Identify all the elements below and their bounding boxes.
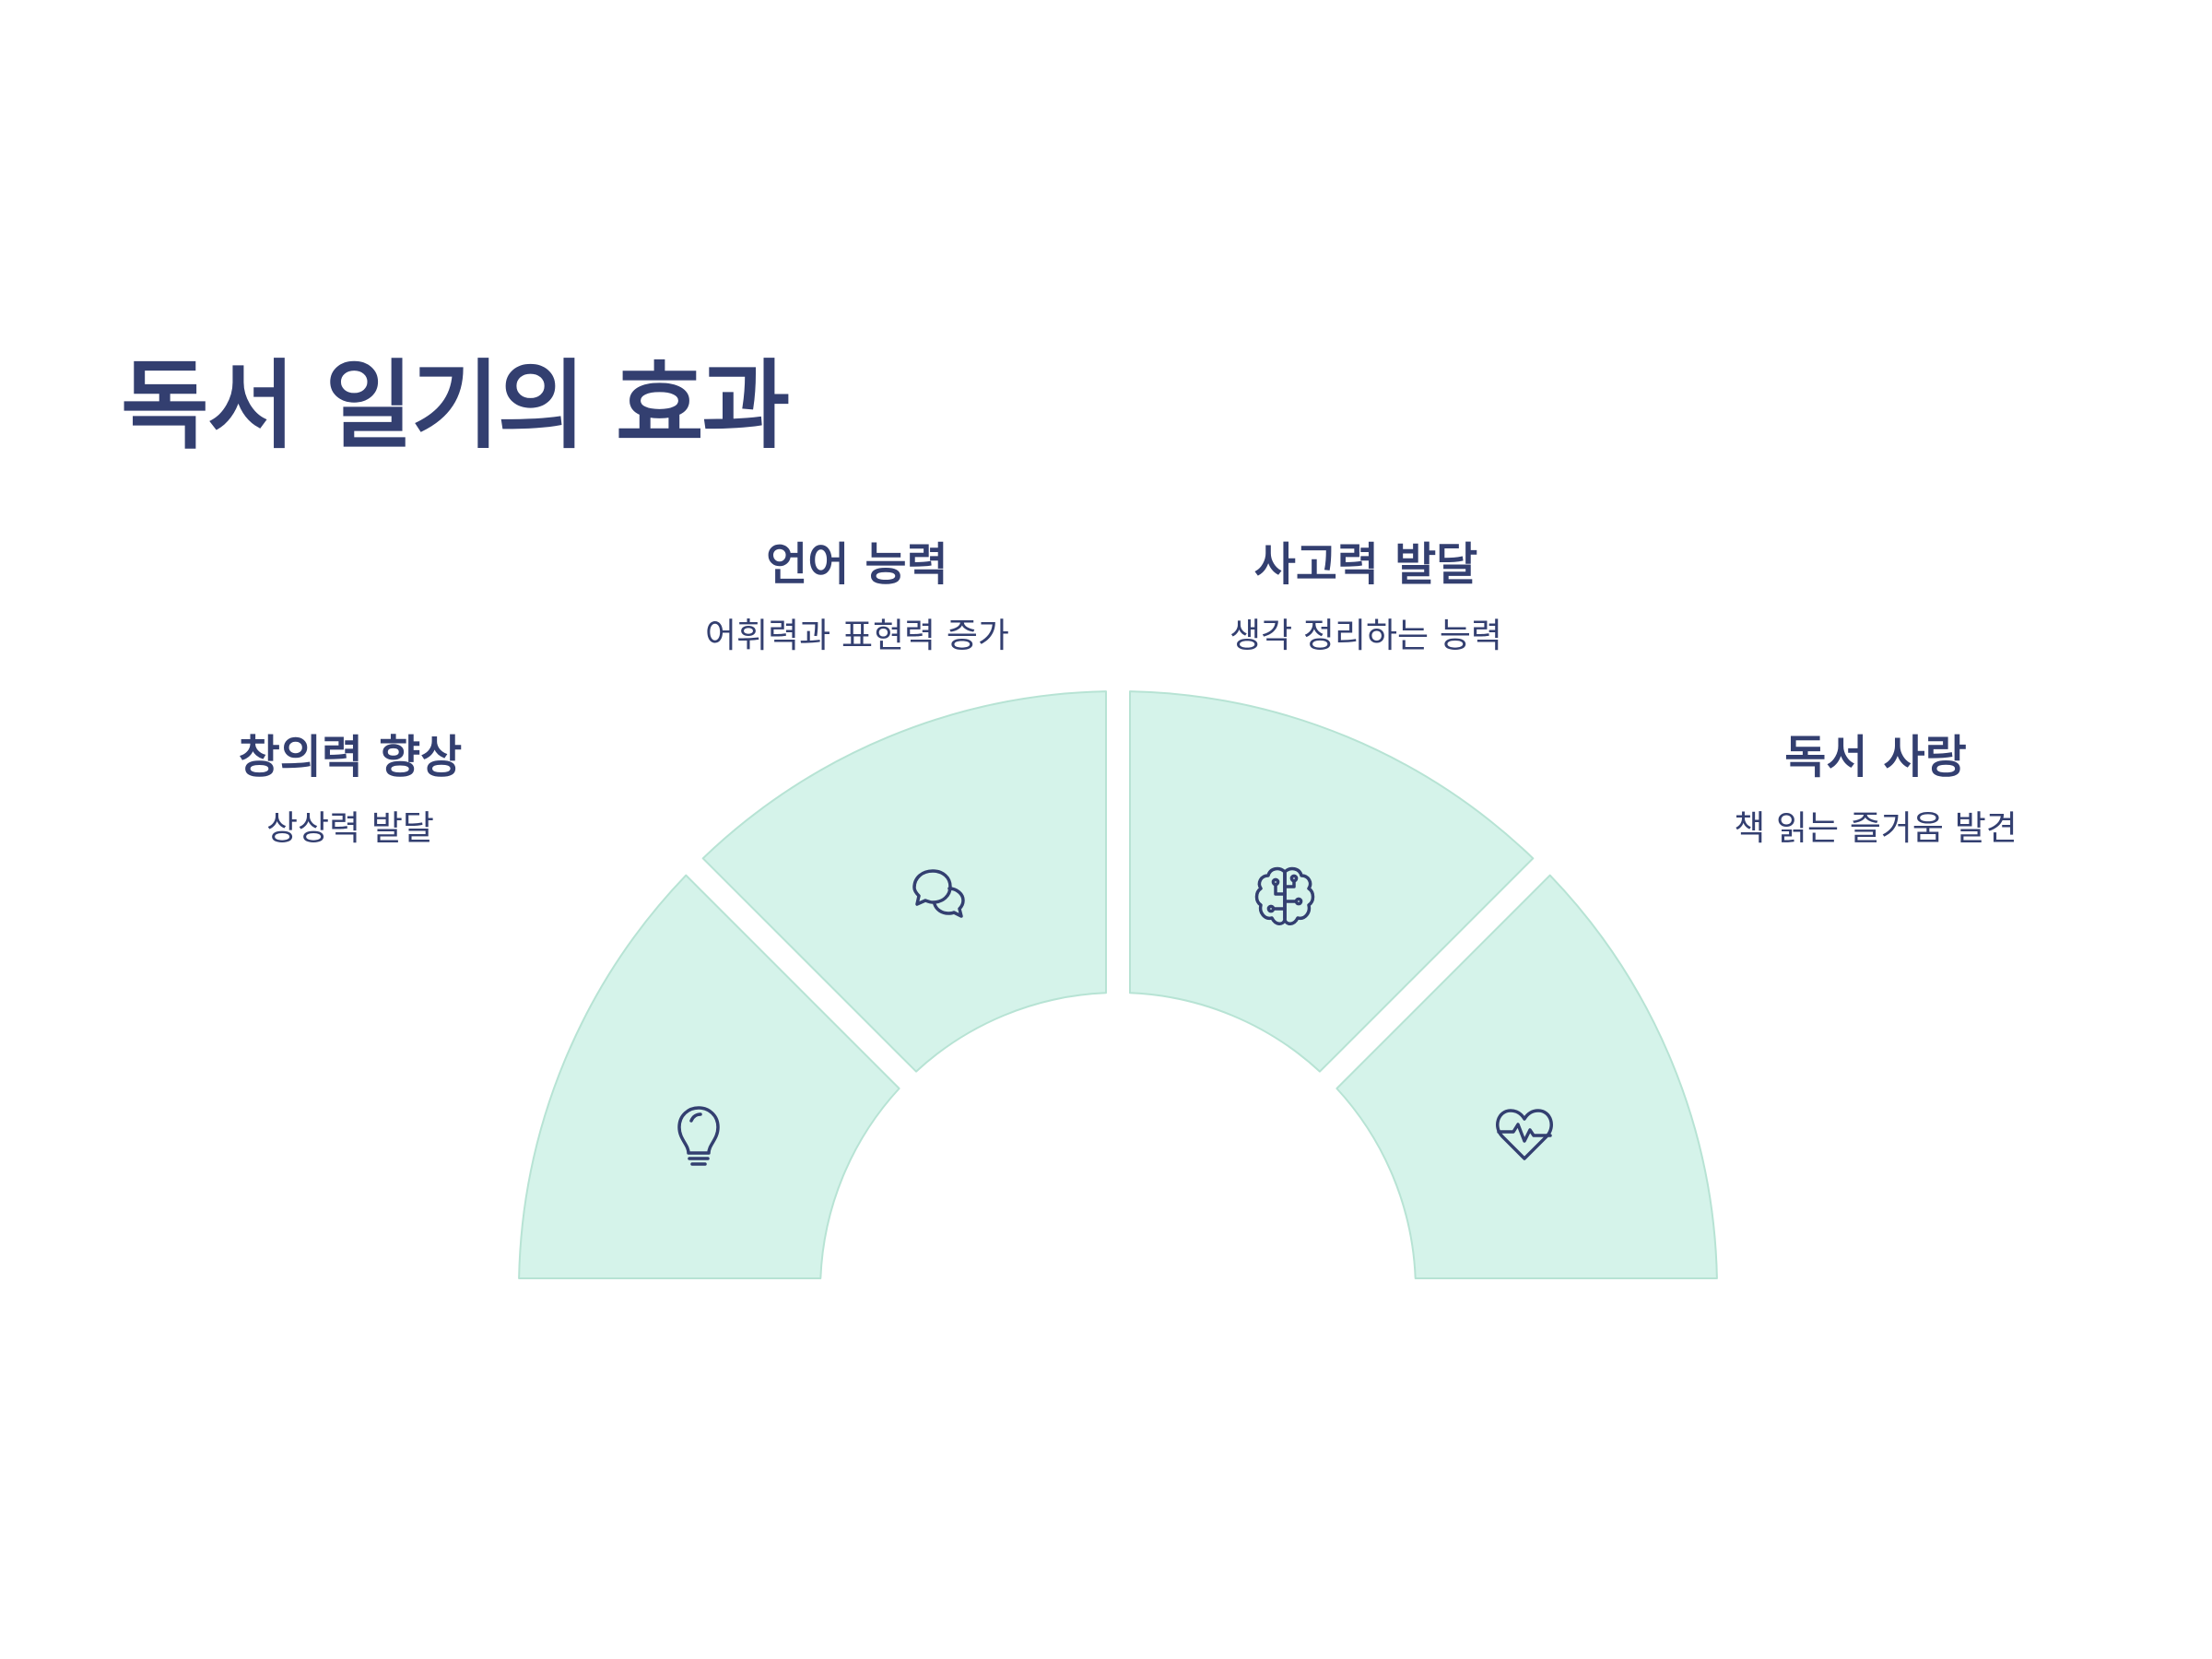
segment-label-creativity: 창의력 향상 상상력 발달 (92, 735, 608, 845)
brain-circuit-icon (1254, 866, 1315, 925)
segment-thinking (1129, 690, 1535, 1073)
segment-description: 어휘력과 표현력 증가 (705, 616, 1009, 655)
segment-label-language: 언어 능력 어휘력과 표현력 증가 (599, 542, 1115, 653)
segment-description: 생각 정리하는 능력 (1230, 616, 1502, 655)
segment-heading: 창의력 향상 (238, 731, 463, 783)
segment-heading: 사고력 발달 (1253, 538, 1478, 591)
segment-description: 책 읽는 즐거움 발견 (1734, 808, 2018, 848)
lightbulb-icon (677, 1106, 720, 1166)
segment-heading: 언어 능력 (766, 538, 948, 591)
segment-creativity (518, 874, 900, 1279)
segment-language (701, 690, 1107, 1073)
segment-love (1335, 874, 1718, 1279)
segment-label-thinking: 사고력 발달 생각 정리하는 능력 (1108, 542, 1624, 653)
segment-label-love: 독서 사랑 책 읽는 즐거움 발견 (1618, 735, 2134, 845)
chat-bubbles-icon (912, 869, 965, 918)
segment-description: 상상력 발달 (266, 808, 434, 848)
segment-heading: 독서 사랑 (1784, 731, 1967, 783)
page-title: 독서 일기의 효과 (121, 349, 790, 462)
heart-pulse-icon (1496, 1109, 1553, 1160)
segments-layer (518, 690, 1718, 1279)
